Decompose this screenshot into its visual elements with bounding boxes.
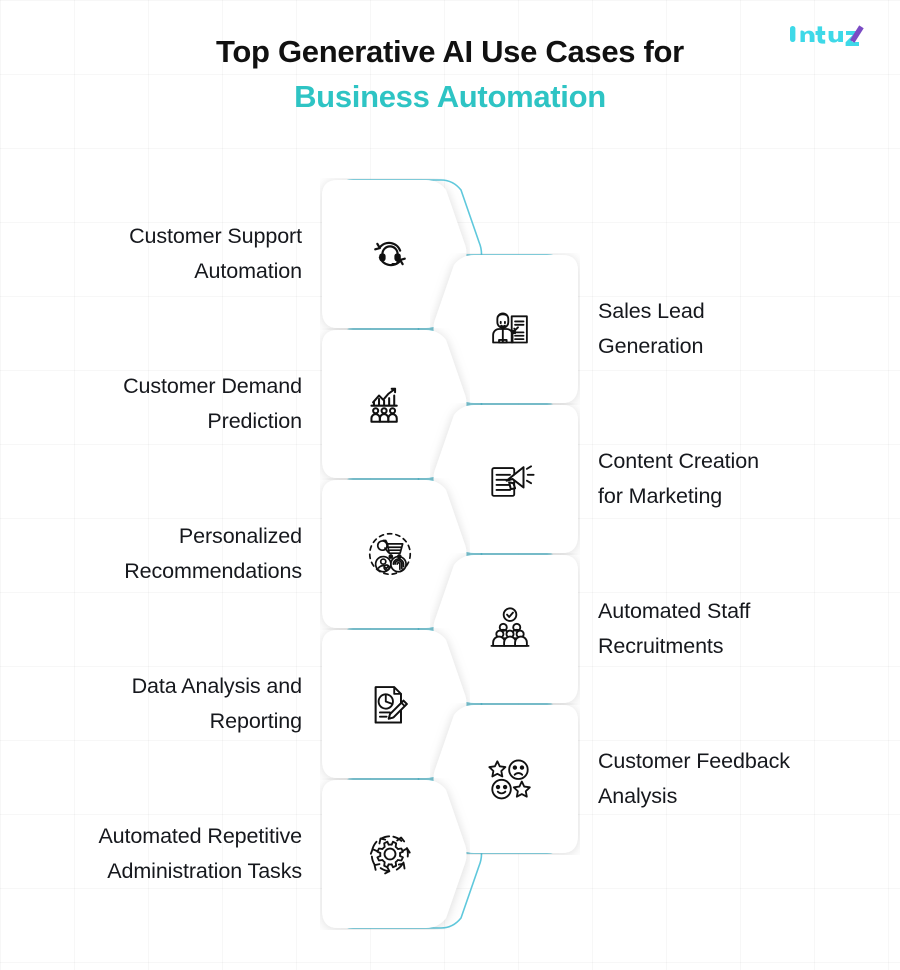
intuz-logo bbox=[788, 18, 880, 48]
use-case-row[interactable]: Content Creation for Marketing bbox=[417, 403, 900, 555]
use-case-label-line-1: Content Creation bbox=[598, 449, 759, 474]
use-case-label-line-1: Customer Feedback bbox=[598, 749, 790, 774]
use-case-label-line-2: Recruitments bbox=[598, 634, 724, 658]
use-case-label-line-2: Recommendations bbox=[124, 559, 302, 583]
page-title: Top Generative AI Use Cases for Business… bbox=[0, 30, 900, 120]
use-case-label-line-2: Administration Tasks bbox=[107, 859, 302, 883]
page-title-line-2: Business Automation bbox=[294, 78, 606, 114]
page-title-line-1: Top Generative AI Use Cases for bbox=[216, 34, 684, 69]
use-case-label-line-1: Sales Lead bbox=[598, 299, 705, 324]
use-case-label-line-2: Automation bbox=[194, 259, 302, 283]
use-case-label: Content Creation for Marketing bbox=[580, 444, 880, 514]
hexagon-card[interactable] bbox=[320, 778, 470, 930]
use-case-label-line-1: Personalized bbox=[178, 524, 302, 549]
use-case-label-line-2: Analysis bbox=[598, 784, 678, 808]
use-case-label-line-1: Data Analysis and bbox=[131, 674, 303, 699]
use-case-label-line-1: Automated Staff bbox=[598, 599, 751, 624]
use-case-hexagon[interactable] bbox=[320, 778, 483, 930]
use-case-label-line-2: for Marketing bbox=[598, 484, 723, 508]
use-case-label-line-1: Customer Support bbox=[129, 224, 302, 249]
use-case-label-line-2: Reporting bbox=[209, 709, 302, 733]
use-case-label-line-2: Generation bbox=[598, 334, 704, 358]
use-case-label-line-1: Automated Repetitive bbox=[98, 824, 302, 849]
intuz-logo-icon bbox=[790, 25, 864, 46]
use-case-label-line-1: Customer Demand bbox=[123, 374, 302, 399]
use-case-label-line-2: Prediction bbox=[207, 409, 302, 433]
